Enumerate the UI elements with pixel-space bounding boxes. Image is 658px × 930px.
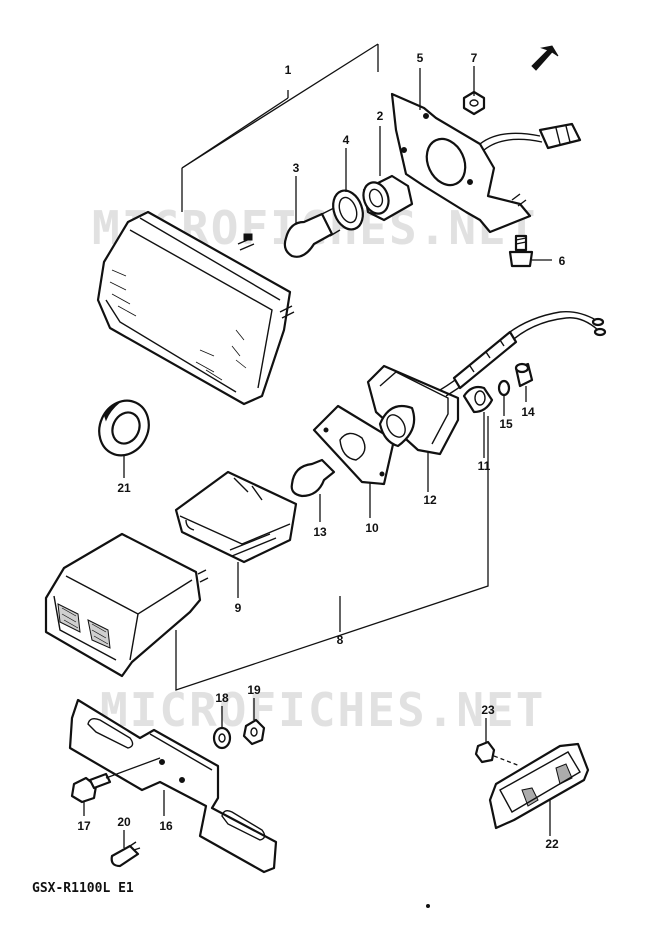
callout-3: 3 <box>293 161 300 175</box>
callout-6: 6 <box>559 254 566 268</box>
callout-numbers: 1 2 3 4 5 6 7 8 9 10 11 12 13 14 15 16 1… <box>77 51 565 851</box>
callout-12: 12 <box>423 493 437 507</box>
bolt-part-17 <box>70 757 161 804</box>
bolt-part-6 <box>508 234 534 268</box>
callout-19: 19 <box>247 683 261 697</box>
washer-part-18 <box>212 726 232 750</box>
callout-11: 11 <box>478 459 491 473</box>
callout-15: 15 <box>499 417 513 431</box>
callout-13: 13 <box>313 525 327 539</box>
callout-10: 10 <box>365 521 379 535</box>
leader-lines <box>83 43 552 848</box>
callout-7: 7 <box>471 51 478 65</box>
callout-18: 18 <box>215 691 229 705</box>
callout-21: 21 <box>117 481 131 495</box>
callout-20: 20 <box>117 815 131 829</box>
model-code-label: GSX-R1100L E1 <box>32 881 134 896</box>
callout-5: 5 <box>417 51 424 65</box>
license-lamp-wiring <box>439 310 607 397</box>
callout-23: 23 <box>481 703 495 717</box>
bulb-part-3 <box>283 207 341 258</box>
callout-8: 8 <box>337 633 344 647</box>
callout-22: 22 <box>545 837 559 851</box>
bracket-part-5 <box>390 92 582 234</box>
bulb-part-13 <box>290 458 336 498</box>
gasket-plate-part-10 <box>312 404 396 486</box>
cap-part-14 <box>514 362 534 388</box>
grommet-part-21 <box>98 399 150 457</box>
callout-2: 2 <box>377 109 384 123</box>
lamp-body-part-12 <box>366 364 460 456</box>
nut-part-23 <box>474 740 521 767</box>
socket-part-2 <box>362 174 414 222</box>
taillight-housing-part-8 <box>44 532 209 678</box>
grommet-part-11 <box>462 385 494 414</box>
bulb-part-20 <box>110 841 141 868</box>
callout-14: 14 <box>521 405 535 419</box>
lens-part-9 <box>174 470 298 564</box>
watermark-bottom: MICROFICHES.NET <box>100 683 545 737</box>
speck <box>426 904 430 908</box>
nut-part-19 <box>242 718 266 746</box>
tail-lamp-housing <box>96 210 295 406</box>
license-bracket-part-16 <box>68 698 278 874</box>
callout-1: 1 <box>285 63 292 77</box>
callout-9: 9 <box>235 601 242 615</box>
gasket-part-4 <box>332 189 364 231</box>
front-arrow-icon <box>531 45 559 71</box>
callout-16: 16 <box>159 819 173 833</box>
callout-17: 17 <box>77 819 91 833</box>
callout-4: 4 <box>343 133 350 147</box>
washer-part-15 <box>497 379 511 397</box>
reflector-part-22 <box>488 742 590 830</box>
